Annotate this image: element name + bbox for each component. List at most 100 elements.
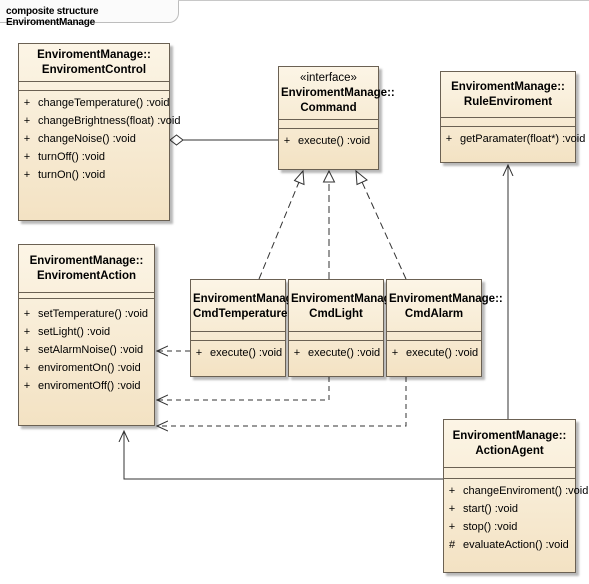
- class-name: EnviromentAction: [36, 270, 137, 282]
- visibility-marker: #: [448, 539, 456, 551]
- realization-cmdtemperature-head: [293, 169, 305, 186]
- operation[interactable]: +setAlarmNoise() :void: [19, 341, 154, 359]
- attributes-compartment: [387, 331, 481, 340]
- class-namespace: EnviromentManage::: [389, 293, 503, 305]
- visibility-marker: +: [448, 485, 456, 497]
- operation-signature: enviromentOn() :void: [38, 362, 141, 374]
- operations-compartment: +execute() :void: [191, 340, 285, 364]
- class-stereotype: «interface»: [300, 72, 357, 84]
- class-name: EnviromentControl: [41, 64, 147, 76]
- class-cmdalarm[interactable]: EnviromentManage:: CmdAlarm + execute() :…: [386, 279, 503, 377]
- operations-compartment: +getParamater(float*) :void: [441, 126, 586, 150]
- visibility-marker: +: [445, 133, 453, 145]
- attributes-compartment: [279, 119, 378, 128]
- class-name: CmdAlarm: [404, 308, 464, 320]
- class-namespace: EnviromentManage::: [281, 87, 395, 99]
- operation-signature: stop() :void: [463, 521, 518, 533]
- diagram-frame-border: [178, 0, 589, 1]
- operations-compartment: +setTemperature() :void + setLight() :voi…: [19, 298, 154, 397]
- operation[interactable]: +setTemperature() :void: [19, 305, 154, 323]
- attributes-compartment: [444, 467, 575, 478]
- operation[interactable]: + changeEnviroment() :void: [444, 482, 589, 500]
- operation[interactable]: +start() :void: [444, 500, 575, 518]
- attributes-compartment: [191, 331, 285, 340]
- class-name: ActionAgent: [475, 445, 544, 457]
- operation-signature: execute() :void: [298, 135, 371, 147]
- visibility-marker: +: [23, 97, 31, 109]
- class-namespace: EnviromentManage::: [291, 293, 405, 305]
- class-namespace: EnviromentManage::: [29, 255, 144, 267]
- class-enviromentaction[interactable]: EnviromentManage:: EnviromentAction +set…: [18, 244, 155, 426]
- interface-command[interactable]: «interface» EnviromentManage:: Command +…: [278, 66, 395, 170]
- visibility-marker: +: [23, 169, 31, 181]
- operation[interactable]: +changeTemperature() :void: [19, 94, 170, 112]
- class-name: RuleEnviroment: [463, 96, 553, 108]
- visibility-marker: +: [391, 347, 399, 359]
- visibility-marker: +: [23, 362, 31, 374]
- realization-cmdtemperature-line: [258, 181, 300, 280]
- operations-compartment: + execute() :void: [387, 340, 481, 364]
- class-namespace: EnviromentManage::: [452, 430, 567, 442]
- operation[interactable]: + execute() :void: [387, 344, 481, 362]
- operation[interactable]: +getParamater(float*) :void: [441, 130, 586, 148]
- operation-signature: start() :void: [463, 503, 519, 515]
- class-cmdlight[interactable]: EnviromentManage:: CmdLight +execute() :…: [288, 279, 405, 377]
- operation-signature: turnOff() :void: [38, 151, 106, 163]
- operation[interactable]: +enviromentOff() :void: [19, 377, 154, 395]
- class-name: CmdLight: [309, 308, 363, 320]
- operations-compartment: +changeTemperature() :void +changeBright…: [19, 90, 181, 186]
- diagram-frame-tab: composite structure EnviromentManage: [0, 0, 179, 28]
- class-namespace: EnviromentManage::: [193, 293, 307, 305]
- attributes-compartment: [441, 117, 575, 126]
- visibility-marker: +: [283, 135, 291, 147]
- class-enviromentcontrol[interactable]: EnviromentManage:: EnviromentControl +ch…: [18, 43, 181, 221]
- operation[interactable]: + stop() :void: [444, 518, 575, 536]
- class-header: «interface» EnviromentManage:: Command: [279, 67, 395, 119]
- operation[interactable]: #evaluateAction() :void: [444, 536, 575, 554]
- class-name: CmdTemperature: [193, 308, 288, 320]
- operation[interactable]: +execute() :void: [191, 344, 285, 362]
- class-actionagent[interactable]: EnviromentManage:: ActionAgent + changeEn…: [443, 419, 589, 573]
- attributes-compartment: [289, 331, 383, 340]
- operation[interactable]: + setLight() :void: [19, 323, 154, 341]
- operation-signature: changeEnviroment() :void: [463, 485, 589, 497]
- attributes-compartment: [19, 292, 154, 298]
- operation[interactable]: + turnOff() :void: [19, 148, 169, 166]
- association-enviromentaction-line: [124, 431, 443, 480]
- operation-signature: setLight() :void: [38, 326, 111, 338]
- visibility-marker: +: [23, 151, 31, 163]
- operation-signature: setAlarmNoise() :void: [38, 344, 144, 356]
- class-namespace: EnviromentManage::: [37, 49, 151, 61]
- class-name: Command: [300, 102, 357, 114]
- visibility-marker: +: [448, 521, 456, 533]
- operations-compartment: +changeEnviroment() :void +start() :void…: [444, 478, 589, 556]
- operation-signature: execute() :void: [406, 347, 479, 359]
- operation[interactable]: + execute() :void: [279, 132, 378, 150]
- operation[interactable]: +changeNoise() :void: [19, 130, 169, 148]
- class-header: EnviromentManage:: CmdLight: [289, 280, 405, 325]
- operation[interactable]: +execute() :void: [289, 344, 383, 362]
- class-ruleenviroment[interactable]: EnviromentManage:: RuleEnviroment +getPa…: [440, 71, 586, 163]
- realization-cmdalarm-head: [355, 169, 368, 186]
- operations-compartment: +execute() :void: [289, 340, 383, 364]
- class-header: EnviromentManage:: EnviromentControl: [19, 44, 169, 81]
- operation[interactable]: +changeBrightness(float) :void: [19, 112, 181, 130]
- visibility-marker: +: [23, 326, 31, 338]
- aggregation-diamond: [169, 134, 184, 146]
- operation-signature: enviromentOff() :void: [38, 380, 141, 392]
- operation[interactable]: +turnOn() :void: [19, 166, 169, 184]
- visibility-marker: +: [195, 347, 203, 359]
- operation-signature: execute() :void: [308, 347, 381, 359]
- visibility-marker: +: [23, 133, 31, 145]
- class-header: EnviromentManage:: EnviromentAction: [19, 245, 154, 292]
- diagram-title: composite structure EnviromentManage: [6, 6, 99, 28]
- class-cmdtemperature[interactable]: EnviromentManage:: CmdTemperature +execu…: [190, 279, 307, 377]
- class-header: EnviromentManage:: CmdAlarm: [387, 280, 503, 325]
- class-header: EnviromentManage:: ActionAgent: [444, 420, 575, 467]
- operation[interactable]: + enviromentOn() :void: [19, 359, 154, 377]
- realization-cmdlight-head: [322, 169, 336, 183]
- class-header: EnviromentManage:: RuleEnviroment: [441, 72, 575, 113]
- dependency-cmdlight-line: [157, 377, 330, 400]
- class-namespace: EnviromentManage::: [451, 81, 565, 93]
